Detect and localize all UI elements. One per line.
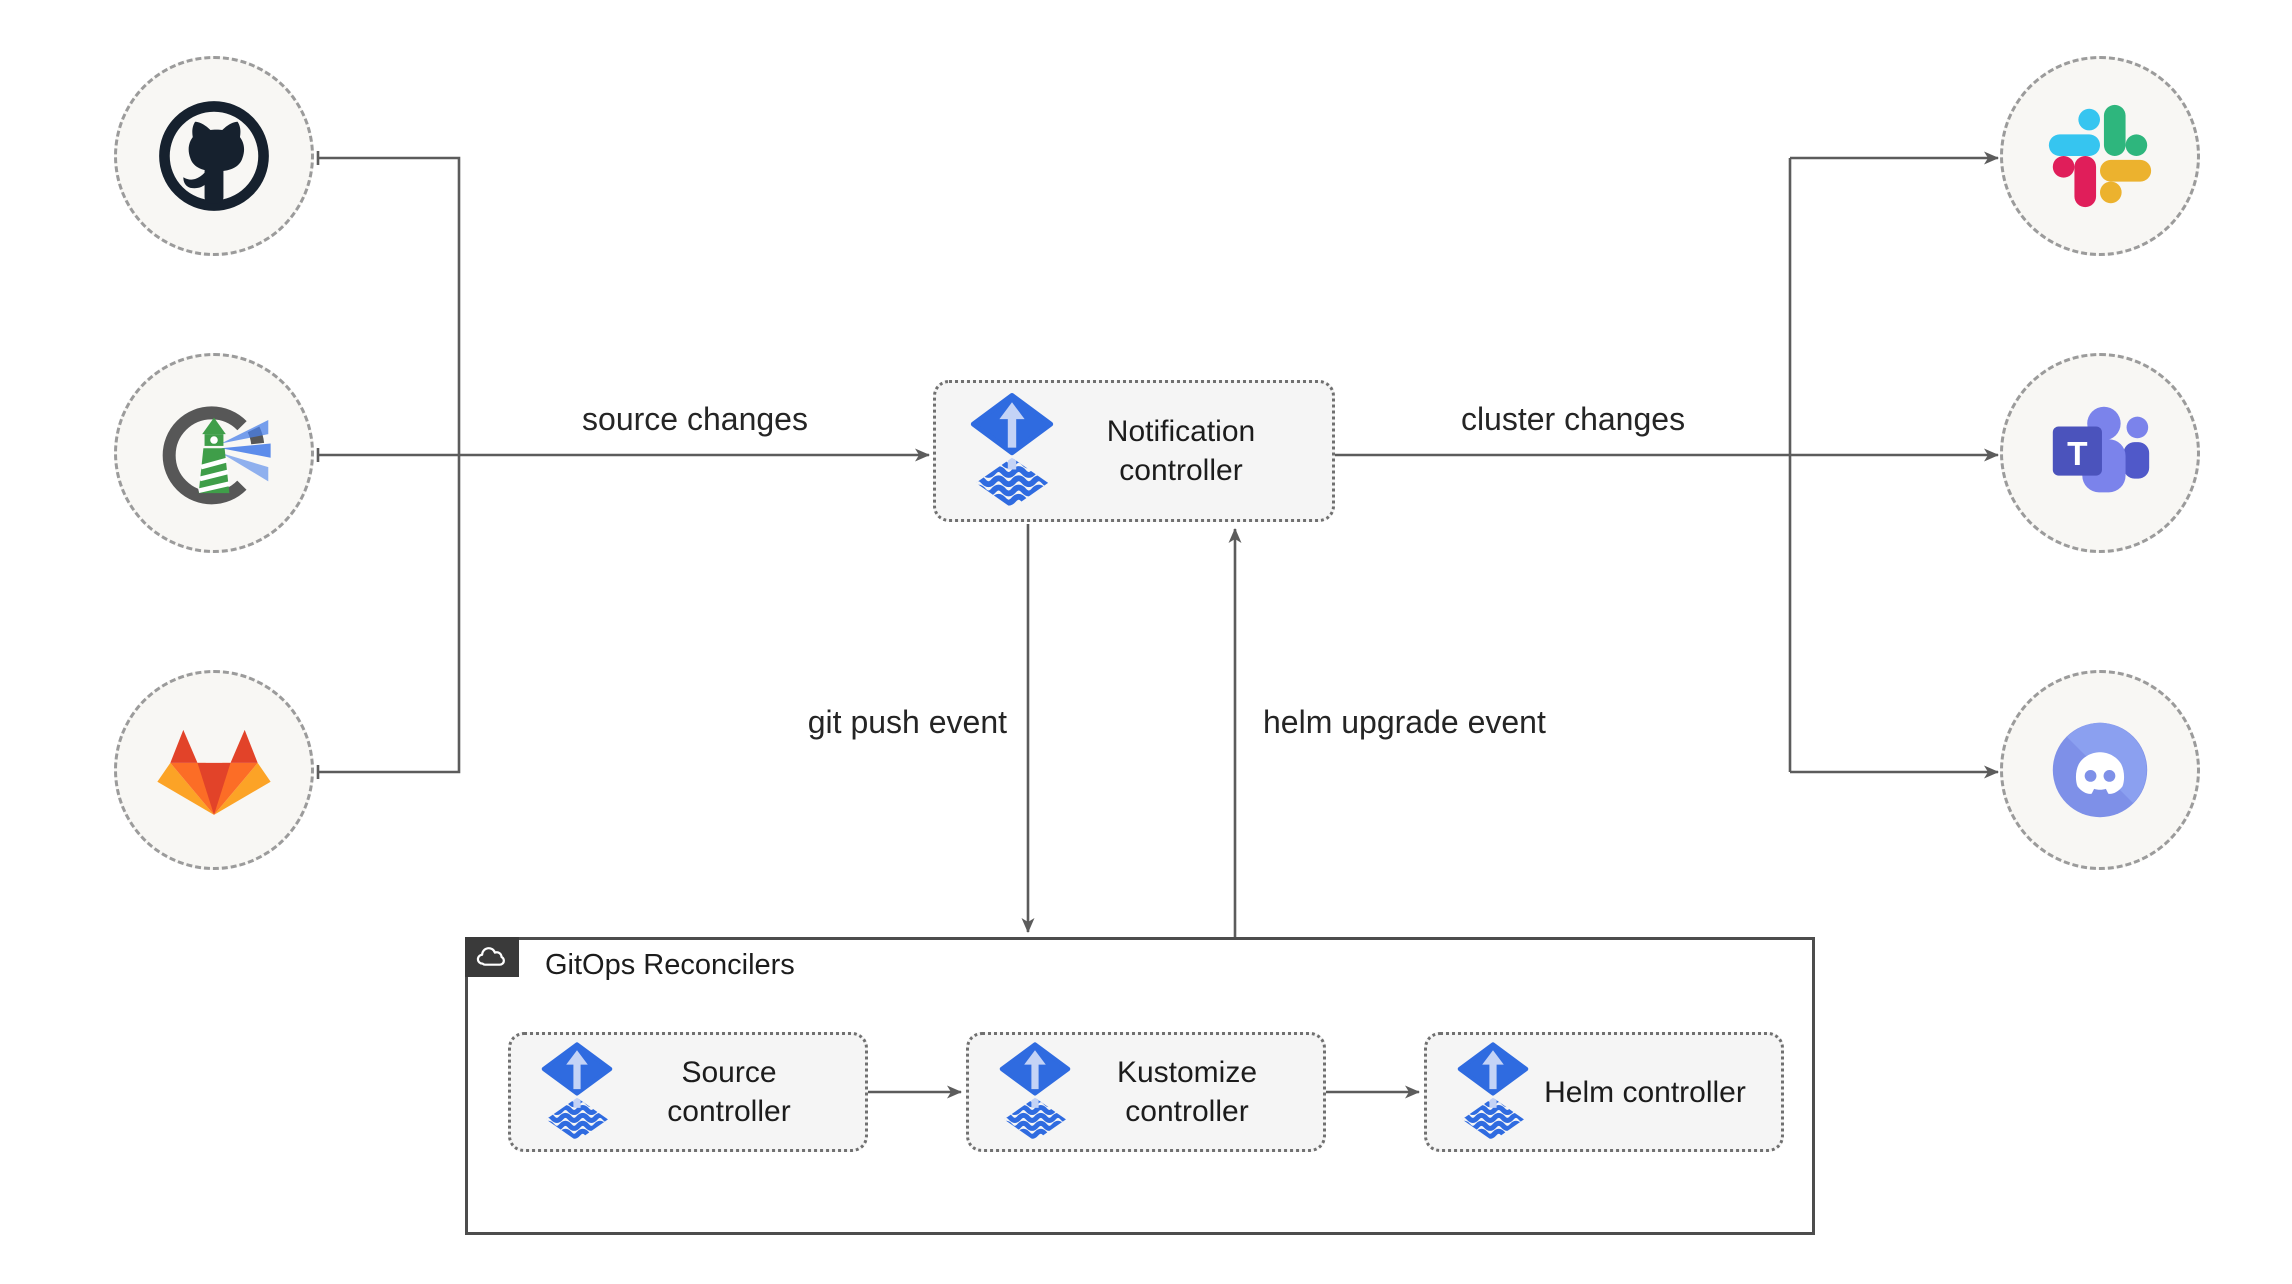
node-github — [114, 56, 314, 256]
node-microsoft-teams: T — [2000, 353, 2200, 553]
notification-controller-label: Notification controller — [1106, 415, 1256, 487]
source-controller-label: Source controller — [667, 1056, 791, 1128]
node-harbor — [114, 353, 314, 553]
gitops-badge — [465, 937, 519, 977]
notification-controller-box: Notification controller — [933, 380, 1335, 522]
flux-icon — [999, 1041, 1071, 1143]
discord-icon — [2052, 722, 2148, 818]
slack-icon — [2048, 104, 2152, 208]
gitops-reconcilers-group — [465, 937, 1815, 1235]
github-icon — [159, 101, 269, 211]
edge-right-bus — [1335, 158, 1792, 772]
kustomize-controller-box: Kustomize controller — [966, 1032, 1326, 1152]
node-slack — [2000, 56, 2200, 256]
gitops-reconcilers-label: GitOps Reconcilers — [545, 949, 795, 981]
flux-icon — [1457, 1041, 1529, 1143]
svg-text:T: T — [2067, 436, 2088, 473]
gitlab-icon — [157, 729, 271, 815]
kustomize-controller-label: Kustomize controller — [1116, 1056, 1258, 1128]
edge-left-bus — [318, 156, 461, 774]
cluster-changes-label: cluster changes — [1398, 398, 1748, 440]
flux-icon — [541, 1041, 613, 1143]
node-gitlab — [114, 670, 314, 870]
node-discord — [2000, 670, 2200, 870]
helm-upgrade-event-label: helm upgrade event — [1263, 701, 1683, 743]
git-push-event-label: git push event — [657, 701, 1007, 743]
harbor-icon — [162, 406, 271, 505]
helm-controller-label: Helm controller — [1544, 1075, 1746, 1109]
microsoft-teams-icon: T — [2052, 406, 2150, 493]
helm-controller-box: Helm controller — [1424, 1032, 1784, 1152]
source-controller-box: Source controller — [508, 1032, 868, 1152]
source-changes-label: source changes — [520, 398, 870, 440]
flux-icon — [970, 391, 1054, 511]
cloud-icon — [476, 947, 505, 966]
